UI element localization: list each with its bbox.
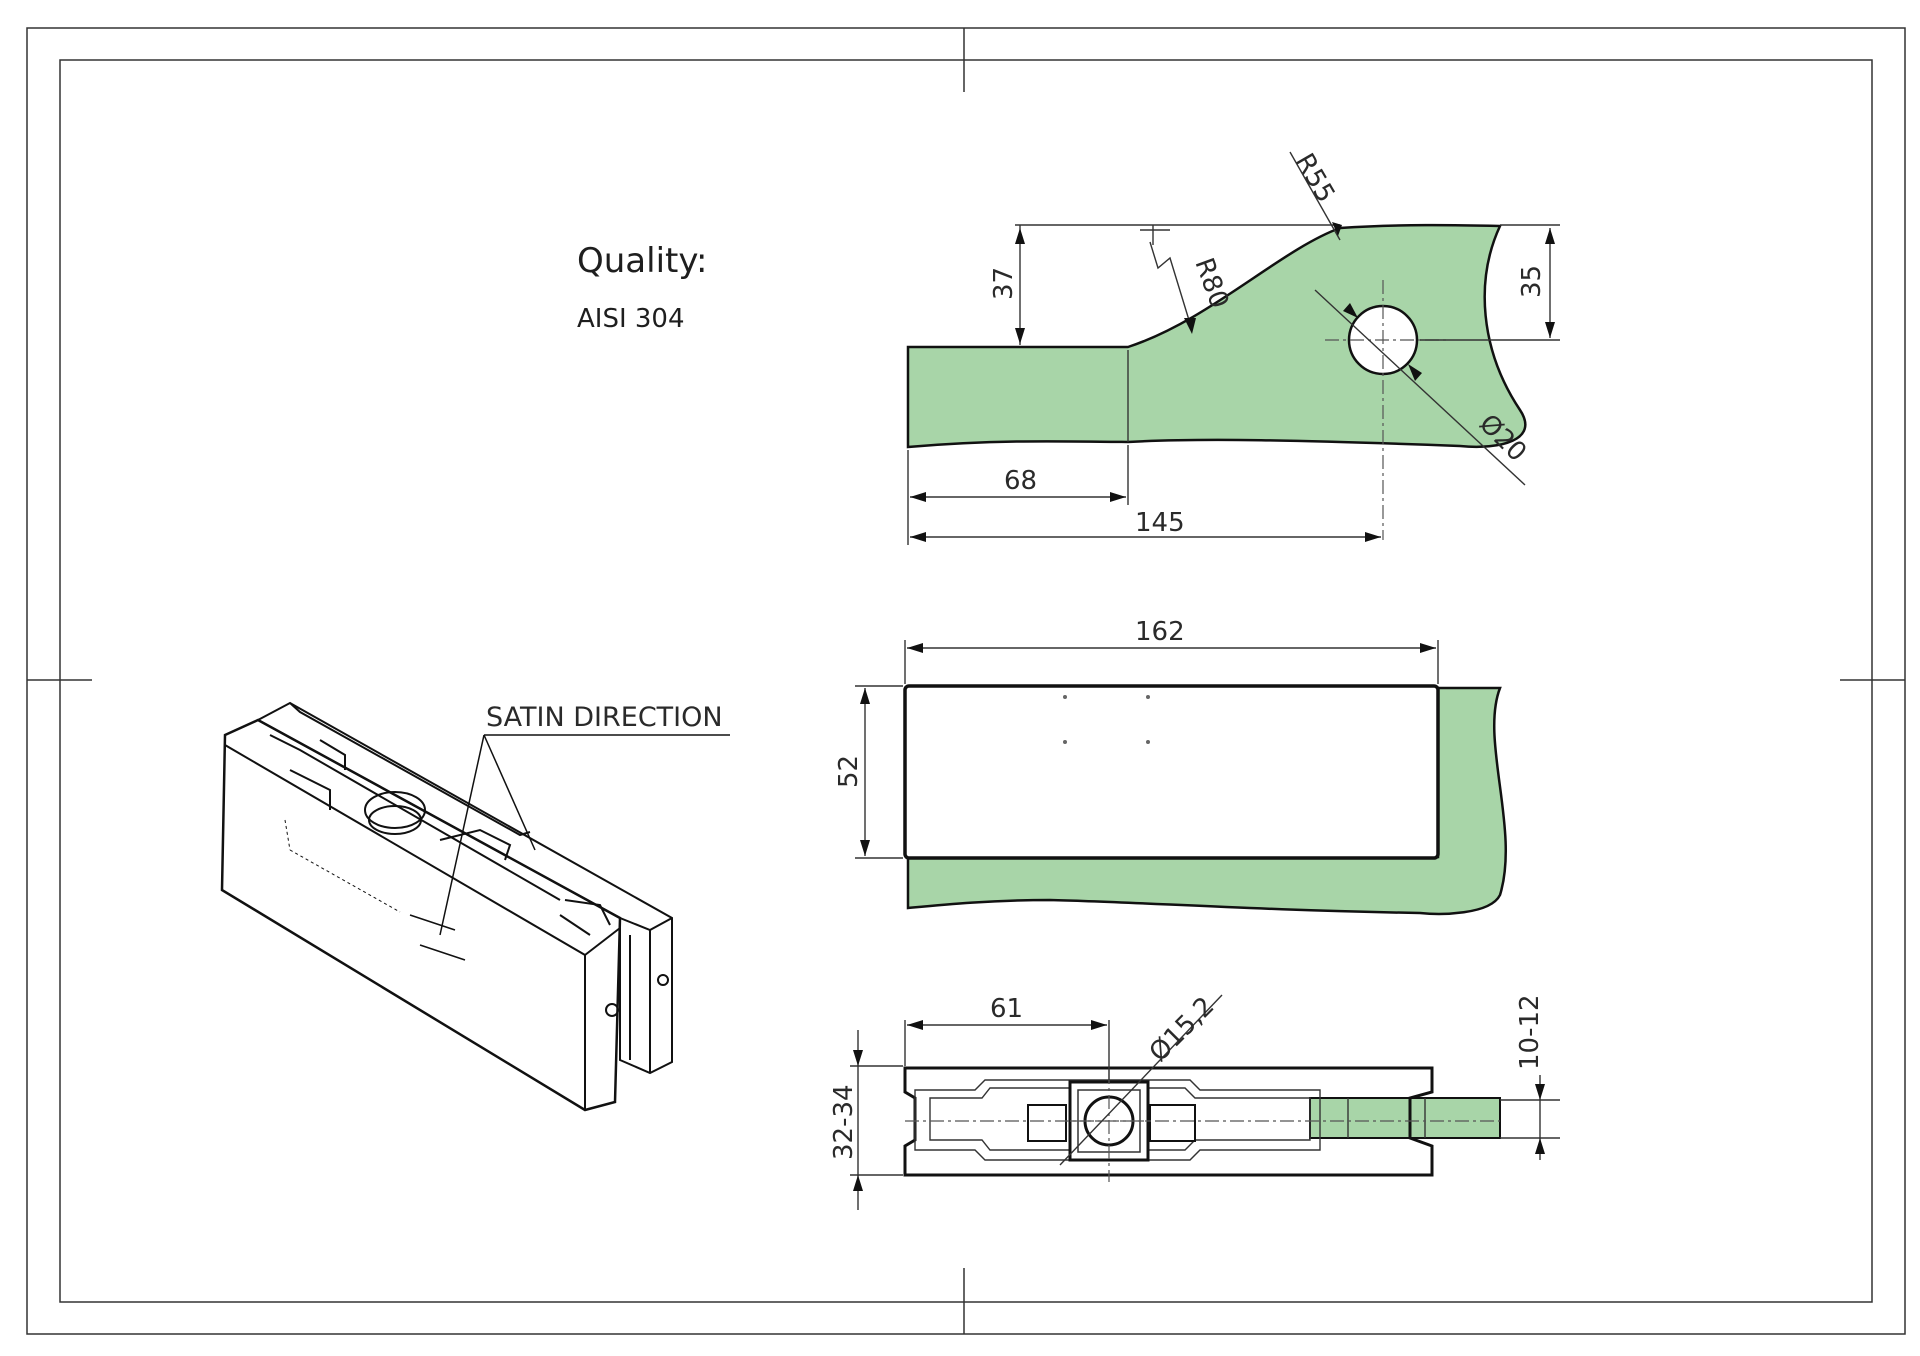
dim-145: 145 (1135, 508, 1185, 538)
dim-68: 68 (1004, 466, 1037, 496)
glass-shape-bottom (1309, 1097, 1501, 1139)
dim-52: 52 (834, 755, 864, 788)
dim-r80: R80 (1188, 254, 1234, 312)
dim-10-12: 10-12 (1515, 994, 1545, 1070)
dim-162: 162 (1135, 617, 1185, 647)
satin-direction-note: SATIN DIRECTION (486, 702, 723, 733)
dim-61: 61 (990, 994, 1023, 1024)
isometric-view (220, 701, 730, 1112)
dim-32-34: 32-34 (829, 1084, 859, 1160)
top-view: 37 R55 R80 35 Ø20 68 145 (906, 149, 1560, 545)
dim-dia15-2: Ø15,2 (1144, 991, 1221, 1068)
quality-title: Quality: (577, 241, 707, 281)
middle-view: 162 52 (834, 617, 1508, 916)
dim-37: 37 (989, 267, 1019, 300)
bottom-view: 61 Ø15,2 10-12 32-34 (829, 991, 1560, 1210)
patch-body-front (903, 684, 1440, 860)
iso-back-body (255, 701, 673, 1075)
quality-block: Quality: AISI 304 (577, 241, 707, 334)
sheet-frame (26, 27, 1906, 1335)
dim-r55: R55 (1289, 149, 1341, 208)
material-value: AISI 304 (577, 304, 685, 334)
dim-35: 35 (1517, 265, 1547, 298)
